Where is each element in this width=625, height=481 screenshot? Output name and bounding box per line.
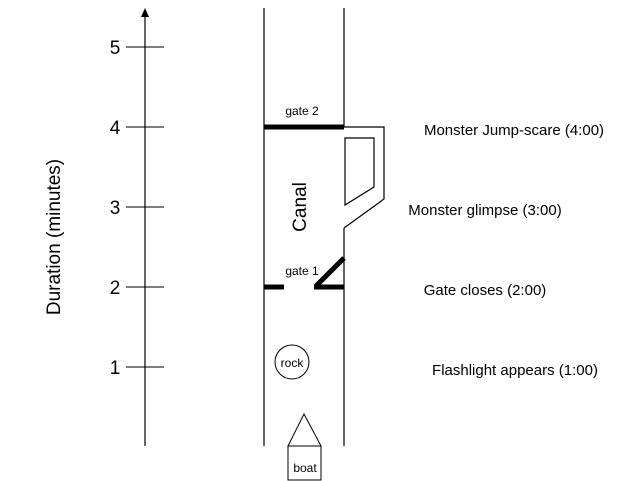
event-monster-jump-scare: Monster Jump-scare (4:00)	[424, 122, 604, 139]
axis-title: Duration (minutes)	[44, 159, 65, 315]
gate-2-label: gate 2	[285, 104, 319, 118]
canal-label: Canal	[290, 182, 311, 232]
event-gate-closes: Gate closes (2:00)	[424, 282, 547, 299]
event-flashlight-appears: Flashlight appears (1:00)	[432, 362, 598, 379]
tick-label-3: 3	[110, 198, 121, 219]
rock-label: rock	[281, 356, 305, 370]
gate-1-label: gate 1	[285, 264, 319, 278]
event-monster-glimpse: Monster glimpse (3:00)	[408, 202, 561, 219]
axis-arrowhead	[141, 8, 149, 17]
side-chamber-outline	[343, 126, 385, 229]
tick-label-4: 4	[110, 118, 121, 139]
monster-nook	[344, 137, 375, 207]
boat-bow	[287, 412, 322, 447]
boat-hull	[287, 445, 322, 481]
tick-label-1: 1	[110, 358, 121, 379]
rock-circle	[274, 344, 310, 380]
boat-label: boat	[293, 461, 317, 475]
tick-label-2: 2	[110, 278, 121, 299]
tick-label-5: 5	[110, 38, 121, 59]
gate-1-swing-arm	[314, 256, 346, 288]
